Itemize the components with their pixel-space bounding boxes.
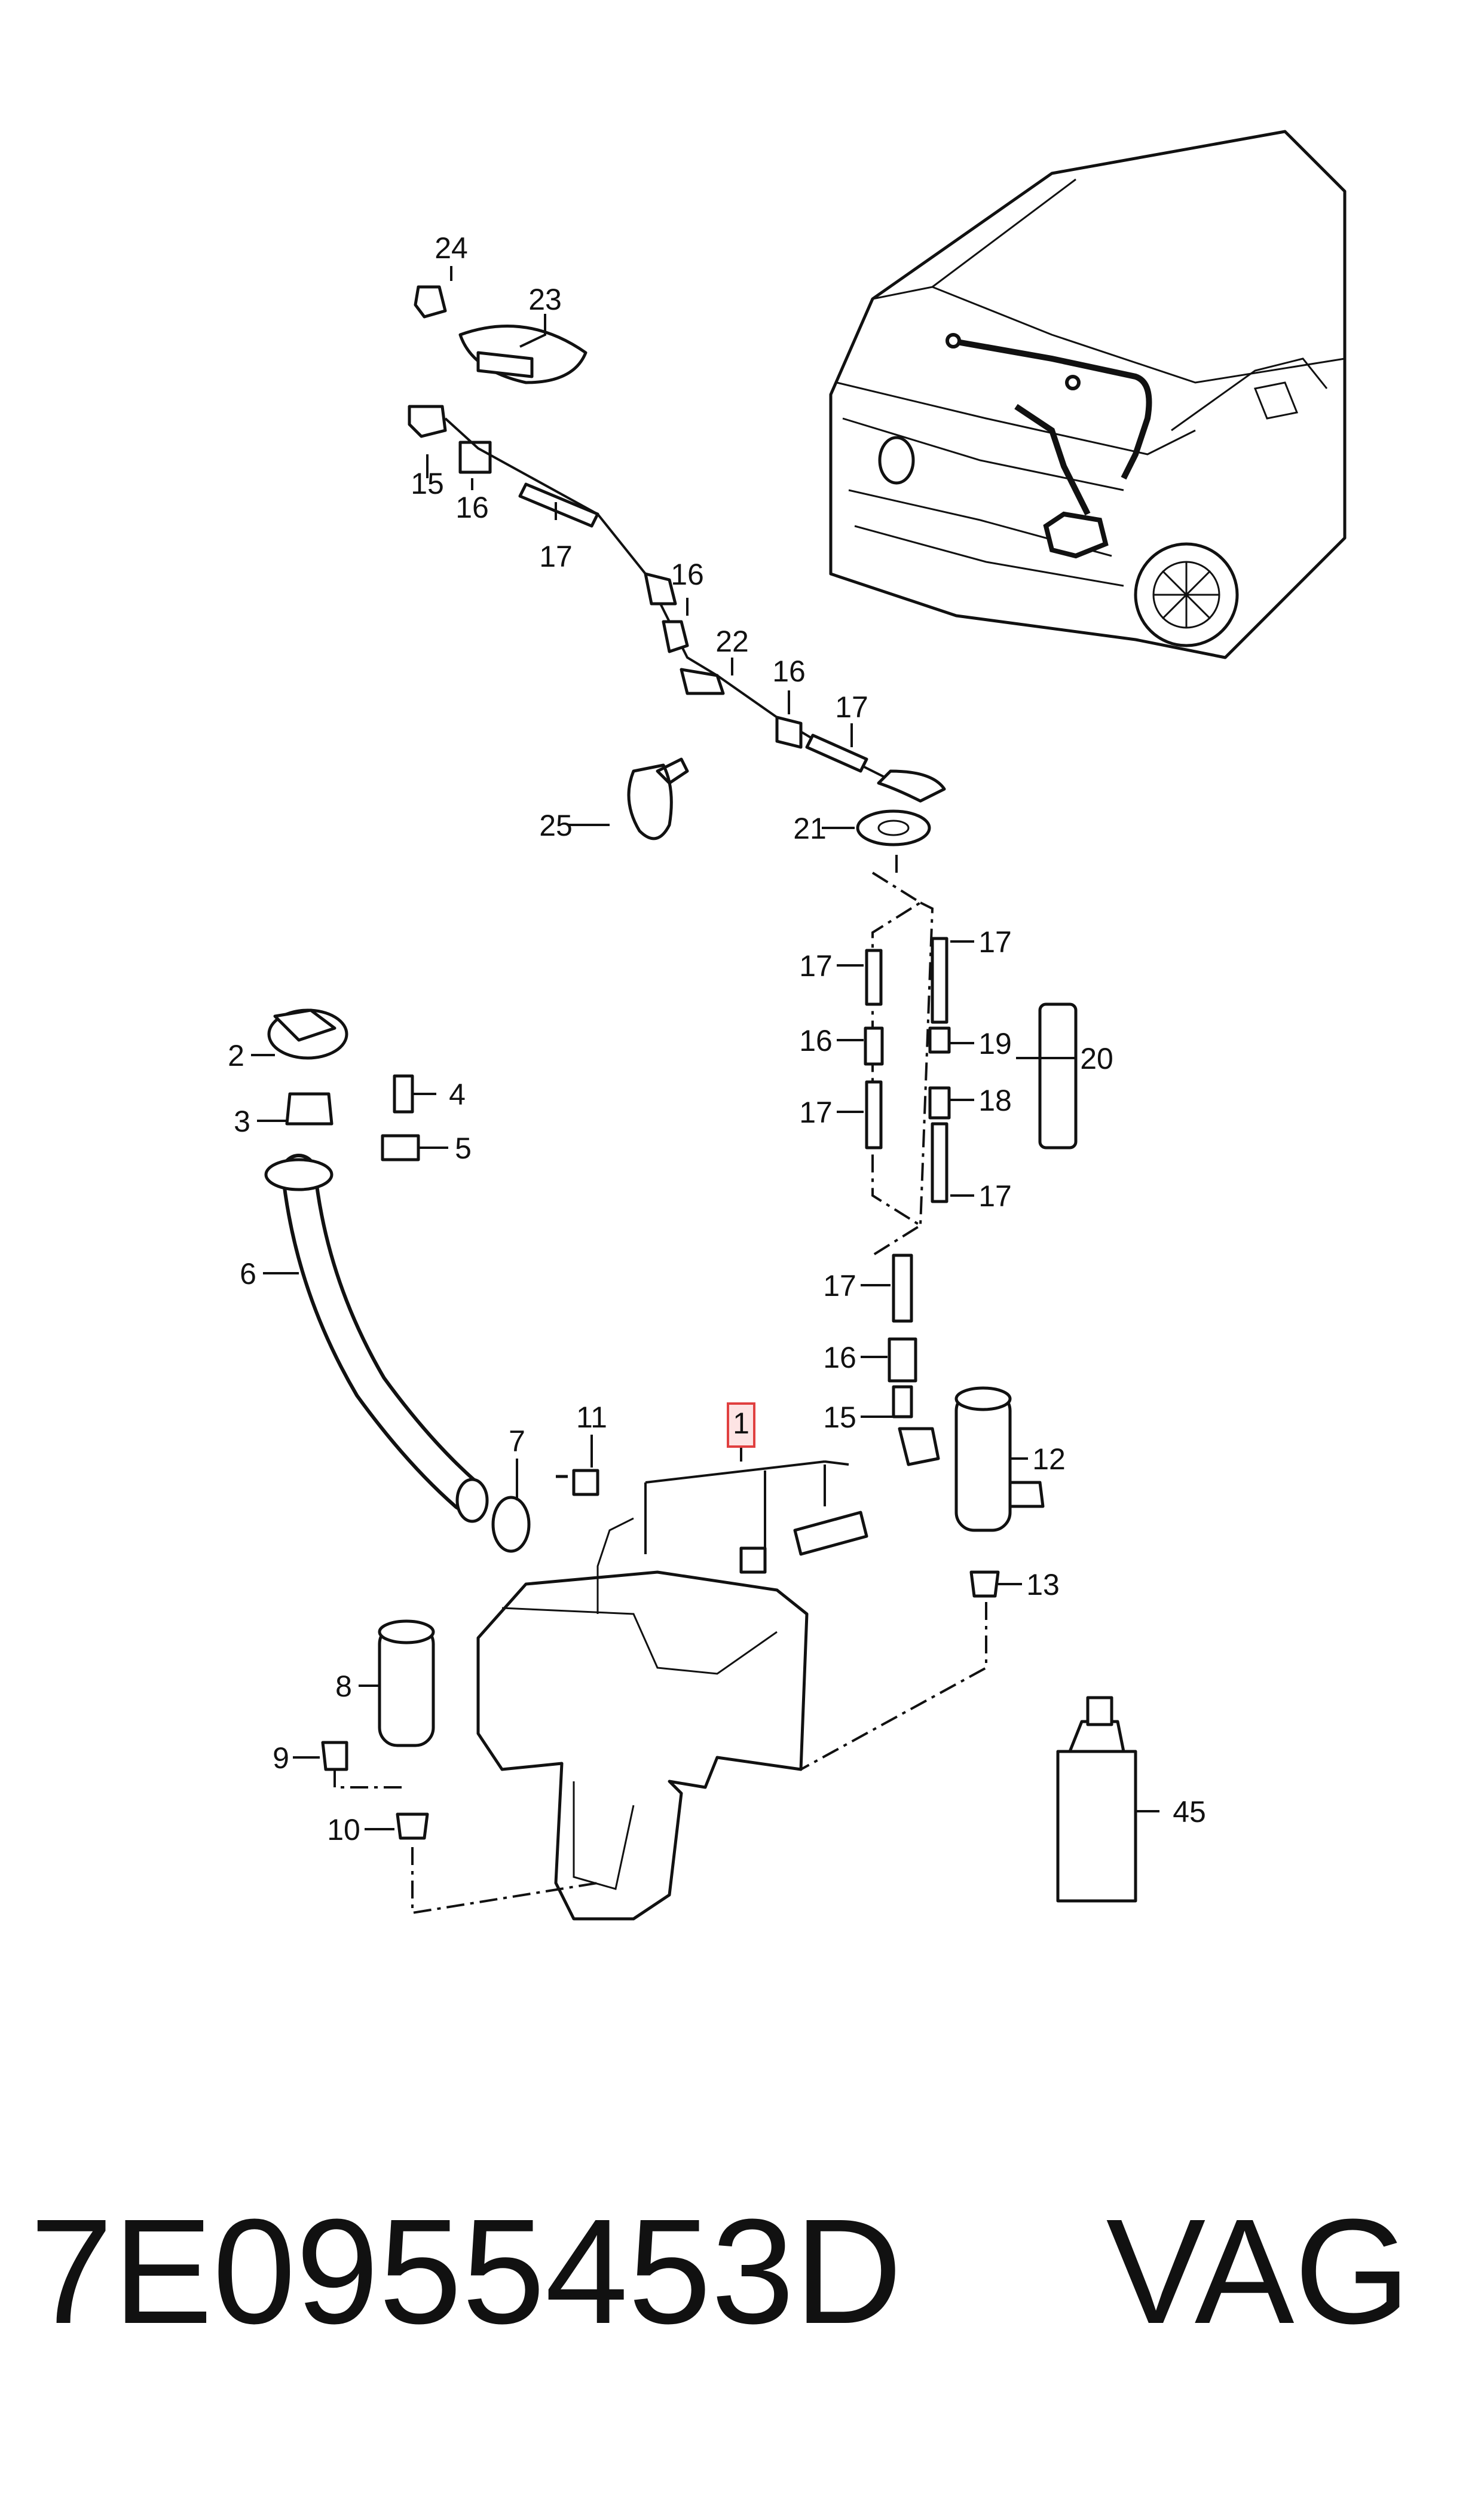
callout-4: 4 xyxy=(449,1078,466,1111)
callout-17b: 17 xyxy=(835,690,868,724)
callout-15a: 15 xyxy=(411,467,444,500)
van-front-view-icon xyxy=(829,130,1347,659)
callout-16b: 16 xyxy=(671,558,704,591)
callout-16e: 16 xyxy=(823,1341,856,1374)
callout-17e: 17 xyxy=(978,925,1012,959)
cable-tie-icon xyxy=(627,757,689,840)
callout-45: 45 xyxy=(1173,1795,1206,1829)
callout-22: 22 xyxy=(715,625,749,658)
part-number: 7E0955453D xyxy=(30,2188,902,2355)
callout-23: 23 xyxy=(528,283,562,316)
callout-18: 18 xyxy=(978,1084,1012,1117)
callout-24: 24 xyxy=(435,231,468,265)
callout-5: 5 xyxy=(455,1132,472,1165)
footer: 7E0955453D VAG xyxy=(30,2182,1464,2361)
washer-reservoir-icon xyxy=(476,1511,868,1921)
screw-icon xyxy=(556,1469,599,1496)
callout-16d: 16 xyxy=(799,1024,833,1057)
brand: VAG xyxy=(1106,2188,1410,2355)
filler-hose-icon xyxy=(281,1154,484,1512)
callout-9: 9 xyxy=(273,1741,289,1775)
filler-neck-icon xyxy=(267,1008,420,1161)
callout-6: 6 xyxy=(240,1257,256,1291)
callout-3: 3 xyxy=(234,1105,250,1138)
callout-13: 13 xyxy=(1026,1568,1060,1601)
spray-nozzle-icon xyxy=(408,285,588,474)
callout-17f: 17 xyxy=(978,1179,1012,1213)
callout-2: 2 xyxy=(228,1039,244,1072)
callout-8: 8 xyxy=(335,1670,352,1703)
callout-7: 7 xyxy=(509,1424,525,1458)
callout-16c: 16 xyxy=(772,655,806,688)
callout-12: 12 xyxy=(1032,1442,1066,1476)
callout-15b: 15 xyxy=(823,1401,856,1434)
washer-pump-icon xyxy=(321,1619,435,1840)
callout-17d: 17 xyxy=(799,1096,833,1129)
callout-11: 11 xyxy=(576,1401,607,1434)
callout-20: 20 xyxy=(1080,1042,1113,1075)
washer-pump-icon xyxy=(954,1386,1045,1532)
callout-10: 10 xyxy=(327,1813,360,1847)
callout-25: 25 xyxy=(539,809,573,842)
callout-16a: 16 xyxy=(455,491,489,524)
hose-kit-box xyxy=(864,872,1078,1257)
grommet-icon xyxy=(856,809,931,846)
hose-chain xyxy=(444,417,946,803)
parts-diagram: 1 24 23 15 16 17 16 22 16 17 25 21 17 16… xyxy=(228,130,1347,1921)
fluid-bottle-icon xyxy=(1056,1696,1137,1903)
callout-17g: 17 xyxy=(823,1269,856,1303)
pump-grommet-icon xyxy=(969,1570,1000,1598)
callout-21: 21 xyxy=(793,812,827,845)
callout-1: 1 xyxy=(733,1407,749,1440)
callout-17a: 17 xyxy=(539,540,573,573)
o-ring-icon xyxy=(491,1496,531,1553)
pump-hose xyxy=(888,1254,940,1466)
callout-17c: 17 xyxy=(799,949,833,983)
callout-19: 19 xyxy=(978,1027,1012,1060)
